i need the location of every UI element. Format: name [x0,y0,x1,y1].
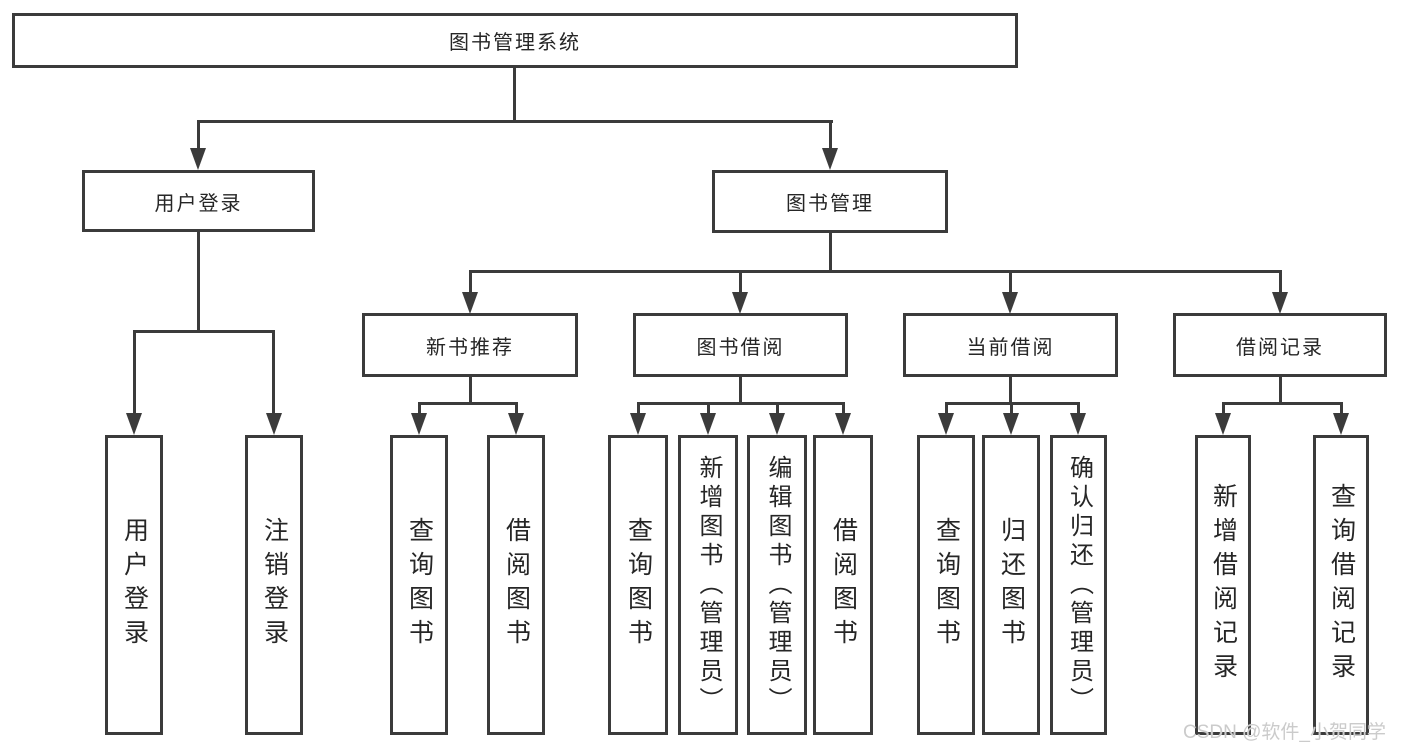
node-label: 图书借阅 [696,336,785,359]
arrowhead-down-icon [462,292,478,314]
connector-hline [418,402,518,405]
leaf-records-query-borrow-record: 查询借阅记录 [1313,435,1369,735]
leaf-recommend-borrow-books: 借阅图书 [487,435,545,735]
node-label: 查询图书 [405,517,434,653]
connector-vline [1077,402,1080,415]
connector-vline [739,270,742,294]
arrowhead-down-icon [822,148,838,170]
arrowhead-down-icon [1272,292,1288,314]
arrowhead-down-icon [266,413,282,435]
leaf-borrow-add-books-admin: 新增图书（管理员） [678,435,738,735]
arrowhead-down-icon [126,413,142,435]
connector-vline [515,402,518,415]
node-label: 当前借阅 [966,336,1055,359]
node-library-management-system: 图书管理系统 [12,13,1018,68]
arrowhead-down-icon [1333,413,1349,435]
arrowhead-down-icon [508,413,524,435]
connector-hline [1222,402,1342,405]
node-label: 图书管理 [786,193,874,215]
node-label: 新书推荐 [426,336,514,359]
node-label: 查询图书 [932,517,961,653]
node-label: 用户登录 [154,192,243,215]
connector-vline [1222,402,1225,415]
connector-vline [513,67,516,121]
connector-vline [133,330,136,414]
connector-vline [469,377,472,404]
node-borrowing-records: 借阅记录 [1173,313,1387,377]
connector-vline [829,230,832,272]
connector-vline [1010,402,1013,415]
arrowhead-down-icon [938,413,954,435]
connector-vline [707,402,710,415]
connector-vline [418,402,421,415]
leaf-current-query-books: 查询图书 [917,435,975,735]
connector-vline [829,120,832,150]
leaf-logout: 注销登录 [245,435,303,735]
leaf-borrow-borrow-books: 借阅图书 [813,435,873,735]
connector-hline [637,402,845,405]
node-current-borrowing: 当前借阅 [903,313,1118,377]
connector-vline [739,377,742,404]
arrowhead-down-icon [1002,292,1018,314]
node-label: 用户登录 [120,517,149,653]
node-book-management-branch: 图书管理 [712,170,948,233]
arrowhead-down-icon [732,292,748,314]
connector-vline [469,270,472,294]
connector-vline [1009,270,1012,294]
arrowhead-down-icon [190,148,206,170]
node-label: 新增借阅记录 [1209,483,1238,687]
leaf-current-confirm-return-admin: 确认归还（管理员） [1050,435,1107,735]
node-label: 借阅图书 [829,517,858,653]
leaf-current-return-books: 归还图书 [982,435,1040,735]
node-label: 注销登录 [260,517,289,653]
node-label: 新增图书（管理员） [695,454,722,716]
arrowhead-down-icon [769,413,785,435]
node-label: 归还图书 [997,517,1026,653]
arrowhead-down-icon [1215,413,1231,435]
connector-vline [776,402,779,415]
node-label: 图书管理系统 [449,32,581,54]
node-new-book-recommendation: 新书推荐 [362,313,578,377]
leaf-user-login: 用户登录 [105,435,163,735]
leaf-recommend-query-books: 查询图书 [390,435,448,735]
connector-vline [637,402,640,415]
node-label: 确认归还（管理员） [1065,454,1093,716]
connector-vline [1279,270,1282,294]
node-user-login-branch: 用户登录 [82,170,315,232]
leaf-borrow-edit-books-admin: 编辑图书（管理员） [747,435,807,735]
arrowhead-down-icon [1003,413,1019,435]
arrowhead-down-icon [835,413,851,435]
connector-vline [1279,377,1282,404]
node-label: 借阅记录 [1236,336,1324,359]
node-book-borrowing: 图书借阅 [633,313,848,377]
node-label: 查询图书 [624,517,653,653]
node-label: 借阅图书 [502,517,531,653]
connector-hline [133,330,275,333]
arrowhead-down-icon [411,413,427,435]
node-label: 查询借阅记录 [1327,483,1356,687]
arrowhead-down-icon [630,413,646,435]
leaf-records-add-borrow-record: 新增借阅记录 [1195,435,1251,735]
arrowhead-down-icon [700,413,716,435]
connector-hline [469,270,1282,273]
arrowhead-down-icon [1070,413,1086,435]
connector-vline [945,402,948,415]
connector-vline [842,402,845,415]
connector-vline [1340,402,1343,415]
leaf-borrow-query-books: 查询图书 [608,435,668,735]
csdn-watermark: CSDN @软件_小贺同学 [1183,722,1386,743]
connector-vline [1009,377,1012,404]
node-label: 编辑图书（管理员） [764,454,791,716]
connector-vline [272,330,275,414]
connector-vline [197,229,200,333]
connector-vline [197,120,200,150]
connector-hline [197,120,833,123]
